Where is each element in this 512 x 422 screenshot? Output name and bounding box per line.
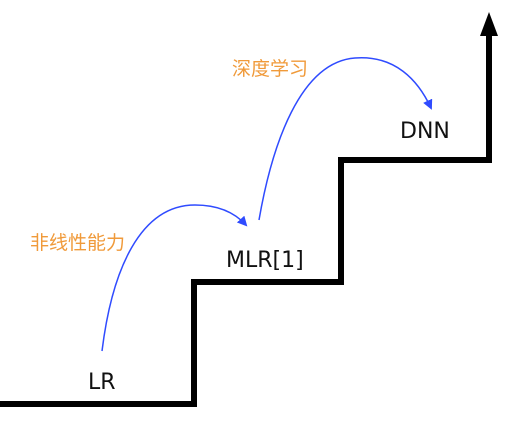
- stage-label-mlr: MLR[1]: [226, 248, 304, 273]
- staircase-line: [0, 28, 492, 407]
- arrowhead-up-icon: [480, 12, 498, 36]
- nonlinear-transition-arc: [101, 204, 248, 352]
- transition-label-deep-learning: 深度学习: [232, 58, 309, 80]
- stage-label-lr: LR: [88, 370, 116, 395]
- stage-label-dnn: DNN: [400, 119, 450, 144]
- deep-learning-transition-arc: [258, 57, 433, 221]
- transition-label-nonlinear: 非线性能力: [30, 232, 126, 254]
